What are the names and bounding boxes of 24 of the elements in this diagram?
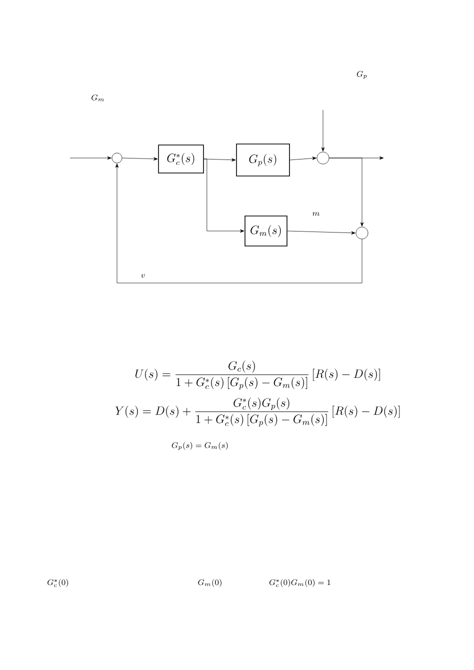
formula: $v$ xyxy=(141,274,145,278)
arrow xyxy=(115,164,362,284)
arrow xyxy=(329,158,364,226)
summing-junction xyxy=(356,226,368,240)
formula: $G_m$ xyxy=(92,94,104,102)
formula: $G_c^*(0)$ xyxy=(48,579,68,588)
formula: $G_c^*(0)G_m(0)=1$ xyxy=(269,579,330,588)
formula: $G_p$ xyxy=(356,71,367,79)
arrow xyxy=(321,110,325,152)
arrow xyxy=(287,230,356,234)
block-box: $G_m(s)$ xyxy=(244,216,288,246)
block-box: $G_p(s)$ xyxy=(236,144,290,176)
arrow xyxy=(290,156,316,160)
arrow xyxy=(204,158,244,233)
formula: $G_p(s)=G_m(s)$ xyxy=(172,442,228,450)
block-box: $G_c^*(s)$ xyxy=(158,144,204,174)
arrow xyxy=(122,157,158,160)
formula: $G_m(0)$ xyxy=(198,579,222,587)
arrow xyxy=(70,156,112,160)
equation: $Y(s)=D(s)+\frac{G_c^*(s)G_p(s)}{1+G_c^*(s)\left[G_p(s)-G_m(s)\right]}\left[R(s)-D(s)\right]$ xyxy=(115,398,400,426)
formula: $m$ xyxy=(312,212,320,216)
summing-junction xyxy=(112,152,122,164)
equation: $U(s)=\frac{G_c(s)}{1+G_c^*(s)\left[G_p(s)-G_m(s)\right]}\left[R(s)-D(s)\right]$ xyxy=(135,360,380,390)
summing-junction xyxy=(316,152,330,164)
